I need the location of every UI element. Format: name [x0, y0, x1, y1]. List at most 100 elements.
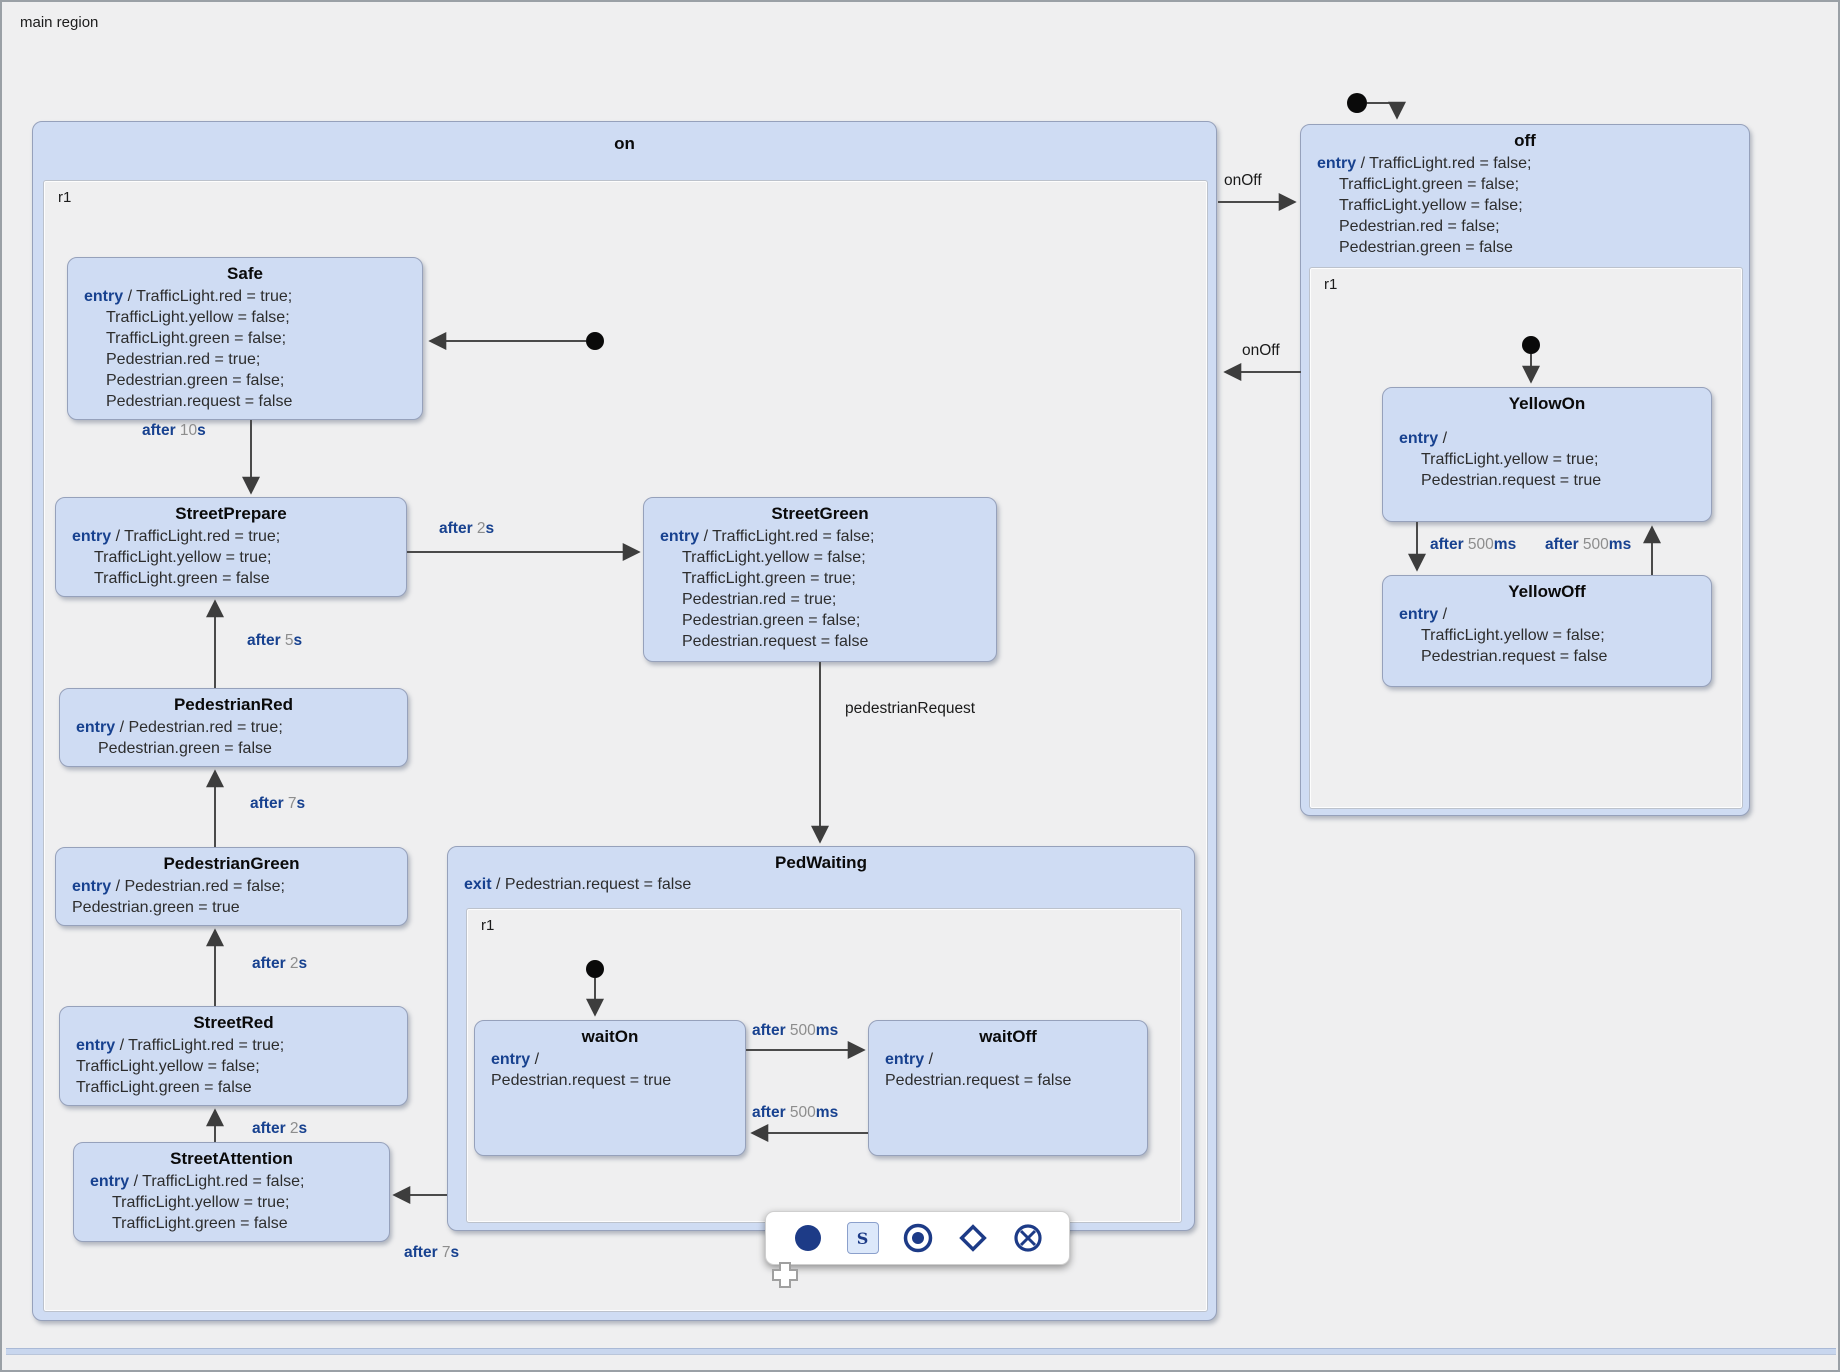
initial-state-main-region[interactable]	[1347, 93, 1367, 113]
state-yellow-on[interactable]: YellowOn entry / TrafficLight.yellow = t…	[1382, 387, 1712, 522]
state-yellow-off[interactable]: YellowOff entry / TrafficLight.yellow = …	[1382, 575, 1712, 687]
final-state-tool[interactable]	[901, 1221, 935, 1255]
action-line: entry / TrafficLight.red = false;	[1317, 155, 1532, 172]
state-yellow-off-title: YellowOff	[1508, 582, 1586, 601]
action-line: TrafficLight.green = false;	[106, 330, 287, 347]
action-line: Pedestrian.request = false	[682, 633, 869, 650]
state-pedestrian-red[interactable]: PedestrianRed entry / Pedestrian.red = t…	[59, 688, 408, 767]
transition-label[interactable]: after 2s	[252, 955, 308, 972]
region-on-r1-label: r1	[58, 189, 72, 206]
state-wait-on-title: waitOn	[581, 1027, 639, 1046]
action-line: TrafficLight.yellow = false;	[106, 309, 290, 326]
action-line: TrafficLight.yellow = false;	[1339, 197, 1523, 214]
state-street-red-title: StreetRed	[193, 1013, 274, 1032]
action-line: Pedestrian.green = false	[1339, 239, 1513, 256]
action-line: entry / TrafficLight.red = true;	[76, 1037, 285, 1054]
action-line: exit / Pedestrian.request = false	[464, 876, 692, 893]
state-pedestrian-red-title: PedestrianRed	[173, 695, 294, 714]
action-line: entry / Pedestrian.red = false;	[72, 878, 285, 895]
action-line: Pedestrian.request = true	[491, 1072, 672, 1089]
canvas-bottom-edge	[6, 1348, 1836, 1355]
action-line: Pedestrian.request = false	[885, 1072, 1072, 1089]
action-line: TrafficLight.yellow = true;	[94, 549, 272, 566]
action-line: entry / TrafficLight.red = true;	[72, 528, 281, 545]
action-line: Pedestrian.red = true;	[682, 591, 837, 608]
state-safe[interactable]: Safe entry / TrafficLight.red = true; Tra…	[67, 257, 423, 420]
action-line: entry / TrafficLight.red = true;	[84, 288, 293, 305]
choice-tool[interactable]	[956, 1221, 990, 1255]
state-safe-title: Safe	[227, 264, 263, 283]
state-street-red-actions: entry / TrafficLight.red = true; TrafficL…	[60, 1035, 407, 1098]
state-street-red[interactable]: StreetRed entry / TrafficLight.red = tru…	[59, 1006, 408, 1106]
state-ped-waiting-exit: exit / Pedestrian.request = false	[448, 874, 1194, 895]
transition-label[interactable]: after 2s	[439, 520, 495, 537]
transition-label[interactable]: after 500ms	[1545, 536, 1632, 553]
state-street-green[interactable]: StreetGreen entry / TrafficLight.red = f…	[643, 497, 997, 662]
transition-label[interactable]: after 7s	[250, 795, 306, 812]
state-safe-actions: entry / TrafficLight.red = true; TrafficL…	[68, 286, 422, 412]
action-line: TrafficLight.yellow = false;	[682, 549, 866, 566]
main-region-label: main region	[20, 14, 99, 31]
transition-label[interactable]: pedestrianRequest	[845, 700, 976, 717]
exit-point-icon	[1013, 1224, 1042, 1252]
state-yellow-off-actions: entry / TrafficLight.yellow = false; Pede…	[1383, 604, 1711, 667]
action-line: entry /	[1399, 606, 1448, 623]
state-pedestrian-green-title: PedestrianGreen	[163, 854, 300, 873]
action-line: entry /	[491, 1051, 540, 1068]
action-line: TrafficLight.green = false	[94, 570, 270, 587]
state-street-attention-actions: entry / TrafficLight.red = false; Traffic…	[74, 1171, 389, 1234]
action-line: Pedestrian.green = true	[72, 899, 240, 916]
action-line: entry / TrafficLight.red = false;	[660, 528, 875, 545]
transition-label[interactable]: after 2s	[252, 1120, 308, 1137]
transition-label[interactable]: after 500ms	[752, 1104, 839, 1121]
action-line: TrafficLight.green = false	[112, 1215, 288, 1232]
action-line: TrafficLight.yellow = true;	[112, 1194, 290, 1211]
action-line: entry / TrafficLight.red = false;	[90, 1173, 305, 1190]
transition-label[interactable]: after 500ms	[752, 1022, 839, 1039]
region-off-r1: r1	[1309, 267, 1743, 809]
action-line: entry /	[885, 1051, 934, 1068]
state-street-prepare[interactable]: StreetPrepare entry / TrafficLight.red =…	[55, 497, 407, 597]
action-line: Pedestrian.green = false;	[106, 372, 285, 389]
action-line: TrafficLight.yellow = false;	[76, 1058, 260, 1075]
exit-point-tool[interactable]	[1011, 1221, 1045, 1255]
state-on-title: on	[614, 134, 635, 153]
state-wait-off[interactable]: waitOff entry / Pedestrian.request = fal…	[868, 1020, 1148, 1156]
action-line: TrafficLight.green = false	[76, 1079, 252, 1096]
state-street-prepare-actions: entry / TrafficLight.red = true; TrafficL…	[56, 526, 406, 589]
state-wait-off-actions: entry / Pedestrian.request = false	[869, 1049, 1147, 1091]
transition-label[interactable]: onOff	[1242, 342, 1280, 359]
state-street-attention[interactable]: StreetAttention entry / TrafficLight.red…	[73, 1142, 390, 1242]
state-wait-on[interactable]: waitOn entry / Pedestrian.request = true	[474, 1020, 746, 1156]
state-tool[interactable]: S	[846, 1221, 880, 1255]
transition-label[interactable]: onOff	[1224, 172, 1262, 189]
region-off-r1-label: r1	[1324, 276, 1338, 293]
region-ped-waiting-r1-label: r1	[481, 917, 495, 934]
transition-label[interactable]: after 7s	[404, 1244, 460, 1261]
initial-state-tool[interactable]	[791, 1221, 825, 1255]
state-street-green-actions: entry / TrafficLight.red = false; Traffic…	[644, 526, 996, 652]
state-off-title: off	[1514, 131, 1536, 150]
state-pedestrian-red-actions: entry / Pedestrian.red = true;Pedestrian…	[60, 717, 407, 759]
action-line: Pedestrian.request = false	[1421, 648, 1608, 665]
add-cursor-icon	[772, 1262, 798, 1288]
state-yellow-on-actions: entry / TrafficLight.yellow = true;Pedes…	[1383, 428, 1711, 491]
state-ped-waiting-title: PedWaiting	[775, 853, 867, 872]
action-line: entry /	[1399, 430, 1448, 447]
action-line: TrafficLight.green = false;	[1339, 176, 1520, 193]
initial-state-icon	[794, 1225, 821, 1251]
action-line: Pedestrian.request = false	[106, 393, 293, 410]
action-line: TrafficLight.yellow = false;	[1421, 627, 1605, 644]
transition-label[interactable]: after 10s	[142, 422, 206, 439]
state-pedestrian-green[interactable]: PedestrianGreen entry / Pedestrian.red =…	[55, 847, 408, 926]
state-wait-on-actions: entry / Pedestrian.request = true	[475, 1049, 745, 1091]
transition-initial-to-off[interactable]	[1367, 101, 1406, 120]
state-icon: S	[846, 1222, 879, 1254]
action-line: Pedestrian.green = false;	[682, 612, 861, 629]
state-street-prepare-title: StreetPrepare	[175, 504, 287, 523]
transition-label[interactable]: after 500ms	[1430, 536, 1517, 553]
action-line: entry / Pedestrian.red = true;	[76, 719, 283, 736]
transition-label[interactable]: after 5s	[247, 632, 303, 649]
action-line: TrafficLight.yellow = true;	[1421, 451, 1599, 468]
